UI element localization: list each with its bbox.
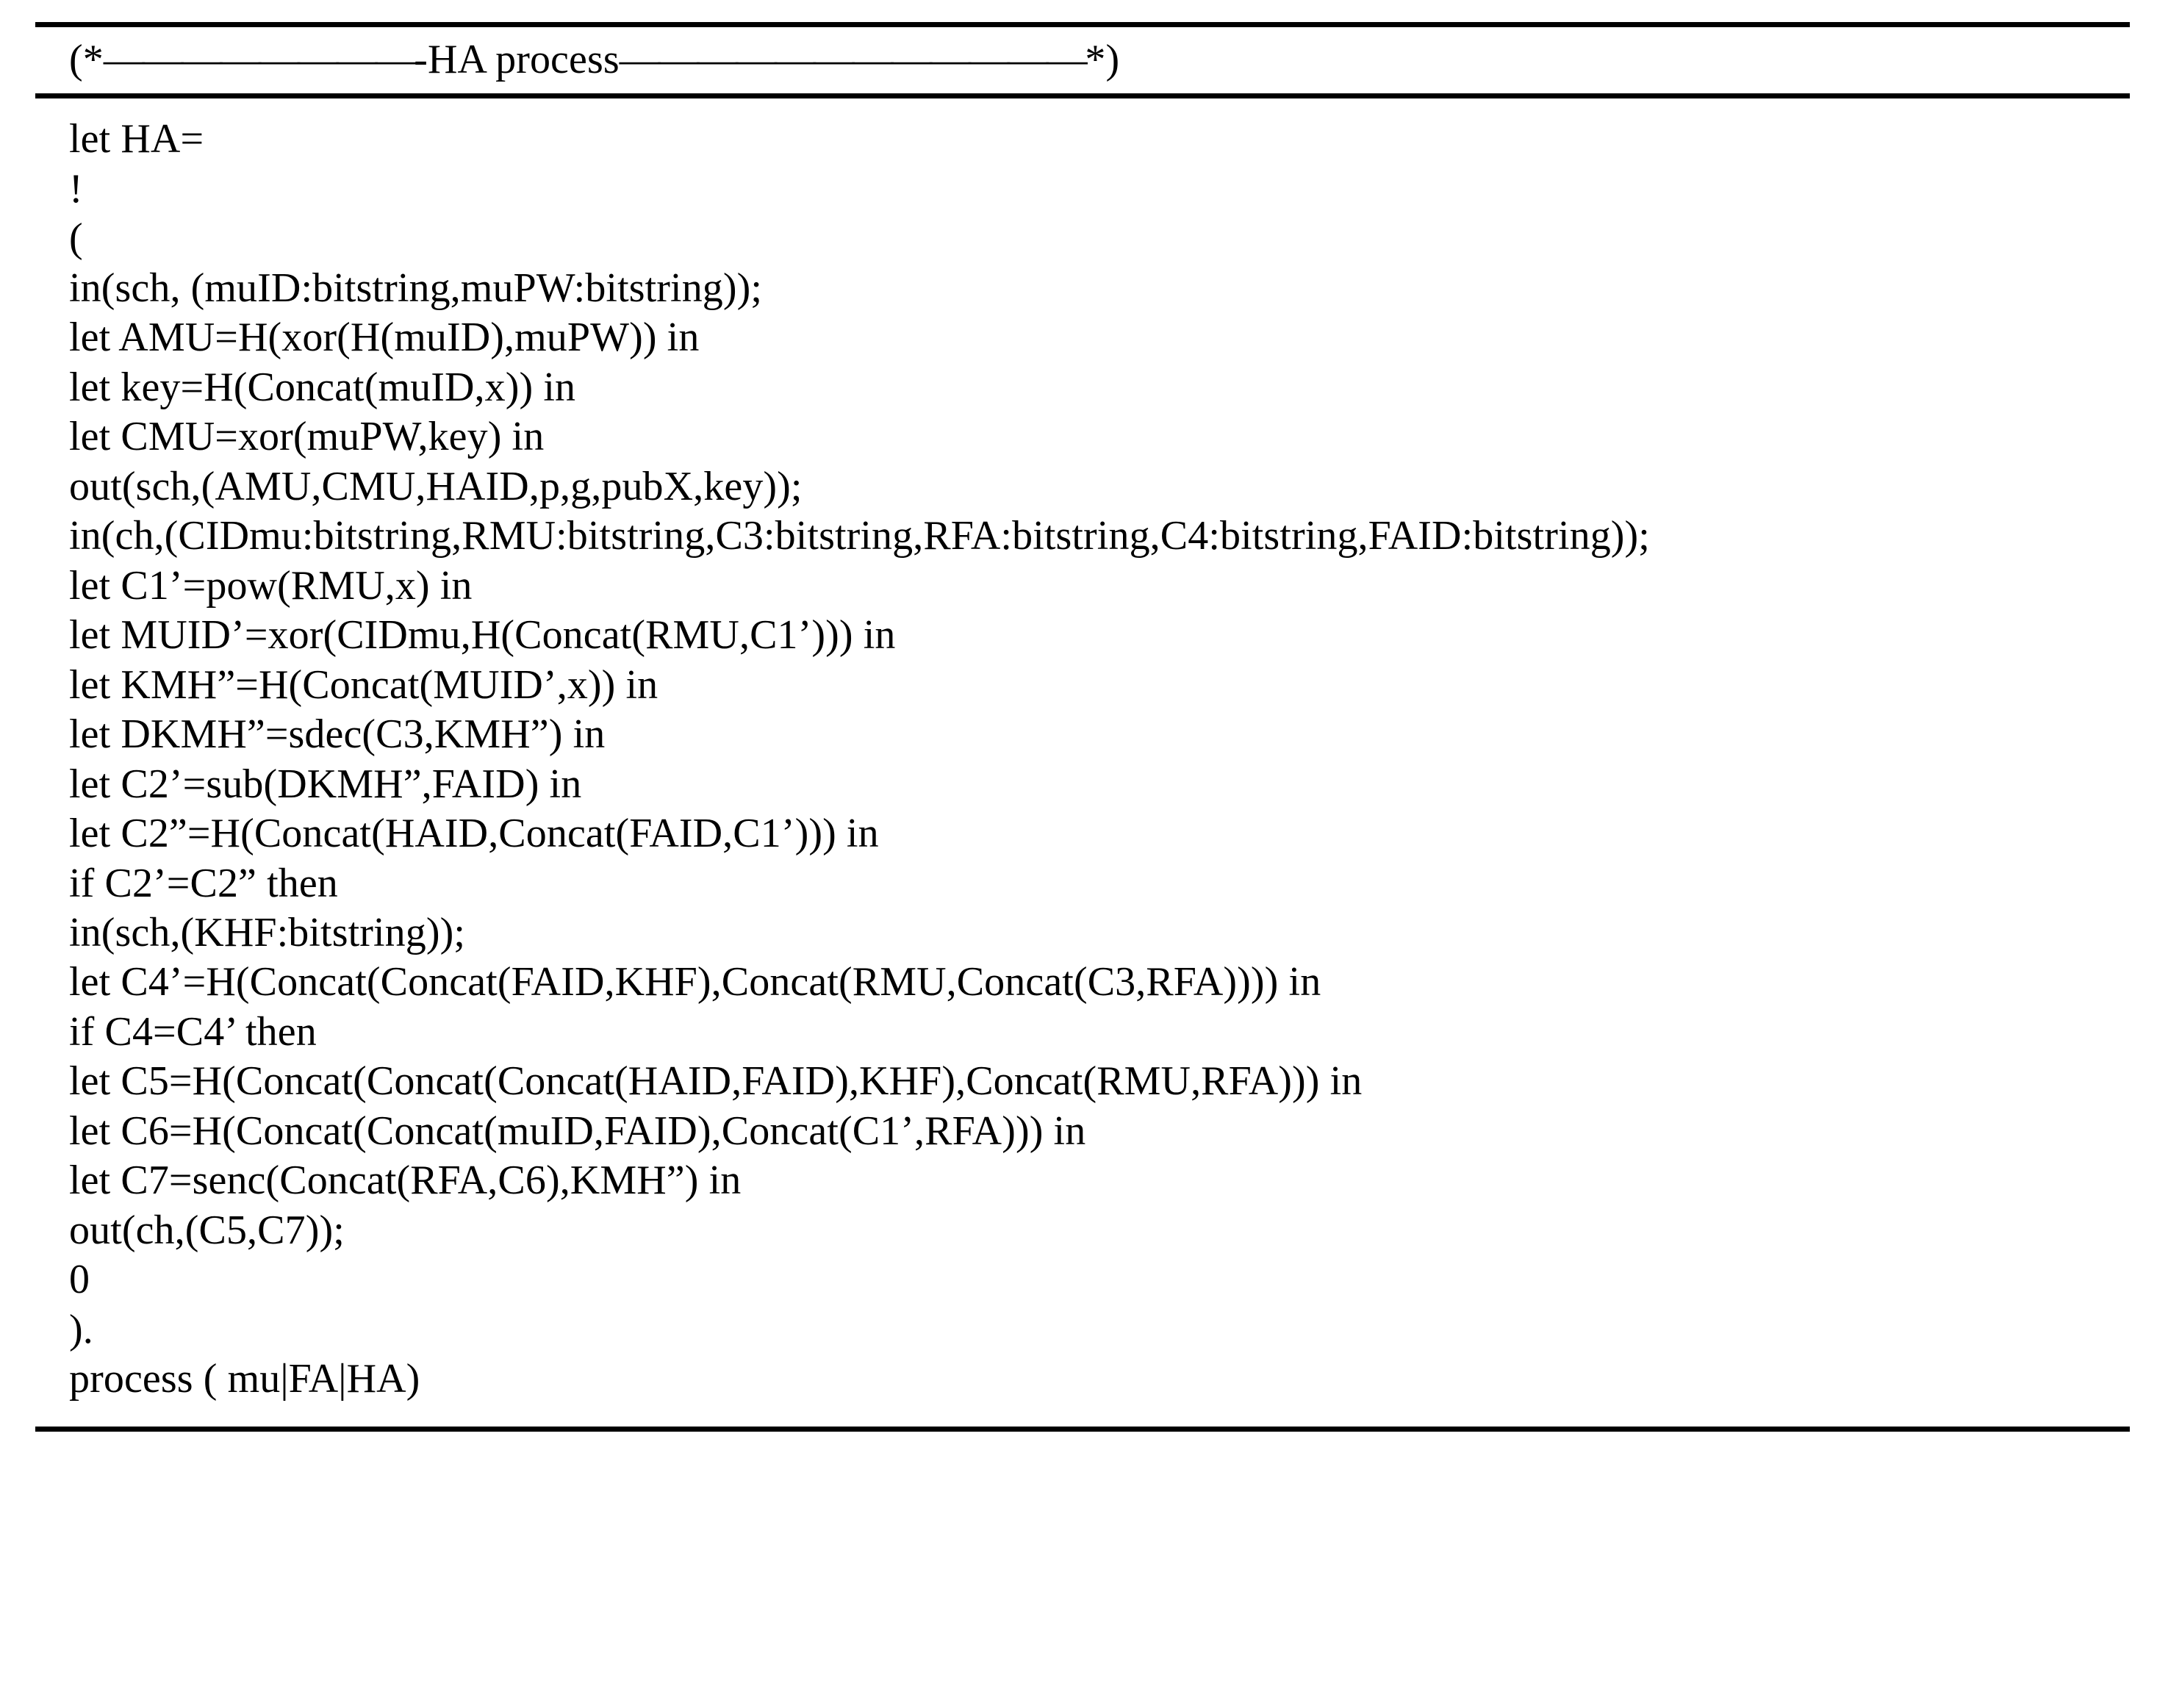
code-line: let C6=H(Concat(Concat(muID,FAID),Concat…	[69, 1108, 1086, 1154]
code-line: let CMU=xor(muPW,key) in	[69, 414, 545, 460]
code-line: 0	[69, 1257, 90, 1303]
code-line: let MUID’=xor(CIDmu,H(Concat(RMU,C1’))) …	[69, 612, 896, 659]
code-line: let C4’=H(Concat(Concat(FAID,KHF),Concat…	[69, 959, 1321, 1005]
listing-header-rule	[35, 93, 2130, 99]
code-listing: (*————————-HA process————————————*) let …	[35, 22, 2130, 1432]
caption-left-dashes: ————————	[103, 37, 417, 82]
caption-right-dashes: ————————————	[619, 37, 1088, 82]
listing-top-rule	[35, 22, 2130, 27]
code-body: let HA= ! ( in(sch, (muID:bitstring,muPW…	[35, 98, 2130, 1414]
listing-caption: (*————————-HA process————————————*)	[35, 27, 2130, 93]
code-line: let AMU=H(xor(H(muID),muPW)) in	[69, 315, 700, 361]
listing-bottom-spacer	[35, 1415, 2130, 1427]
code-line: let C2”=H(Concat(HAID,Concat(FAID,C1’)))…	[69, 811, 879, 857]
code-line: ).	[69, 1306, 93, 1352]
code-line: let DKMH”=sdec(C3,KMH”) in	[69, 711, 606, 758]
caption-title: -HA process	[414, 37, 620, 82]
code-line: in(sch, (muID:bitstring,muPW:bitstring))…	[69, 265, 763, 311]
caption-close-comment: *)	[1085, 37, 1120, 82]
code-line: in(ch,(CIDmu:bitstring,RMU:bitstring,C3:…	[69, 513, 1650, 559]
code-line: let C2’=sub(DKMH”,FAID) in	[69, 761, 582, 807]
code-line: let HA=	[69, 116, 204, 162]
code-line: let KMH”=H(Concat(MUID’,x)) in	[69, 661, 658, 708]
code-line: out(ch,(C5,C7));	[69, 1207, 345, 1253]
code-line: process ( mu|FA|HA)	[69, 1356, 420, 1402]
code-line: let key=H(Concat(muID,x)) in	[69, 364, 576, 410]
code-line: let C7=senc(Concat(RFA,C6),KMH”) in	[69, 1158, 742, 1204]
code-line: in(sch,(KHF:bitstring));	[69, 909, 466, 955]
caption-open-comment: (*	[69, 37, 104, 82]
code-line: let C1’=pow(RMU,x) in	[69, 562, 473, 609]
code-line: out(sch,(AMU,CMU,HAID,p,g,pubX,key));	[69, 463, 803, 509]
code-line: if C4=C4’ then	[69, 1008, 317, 1055]
code-line: if C2’=C2” then	[69, 860, 338, 906]
code-line: !	[69, 165, 83, 212]
code-line: (	[69, 215, 83, 262]
listing-bottom-rule	[35, 1426, 2130, 1432]
code-line: let C5=H(Concat(Concat(Concat(HAID,FAID)…	[69, 1058, 1363, 1105]
